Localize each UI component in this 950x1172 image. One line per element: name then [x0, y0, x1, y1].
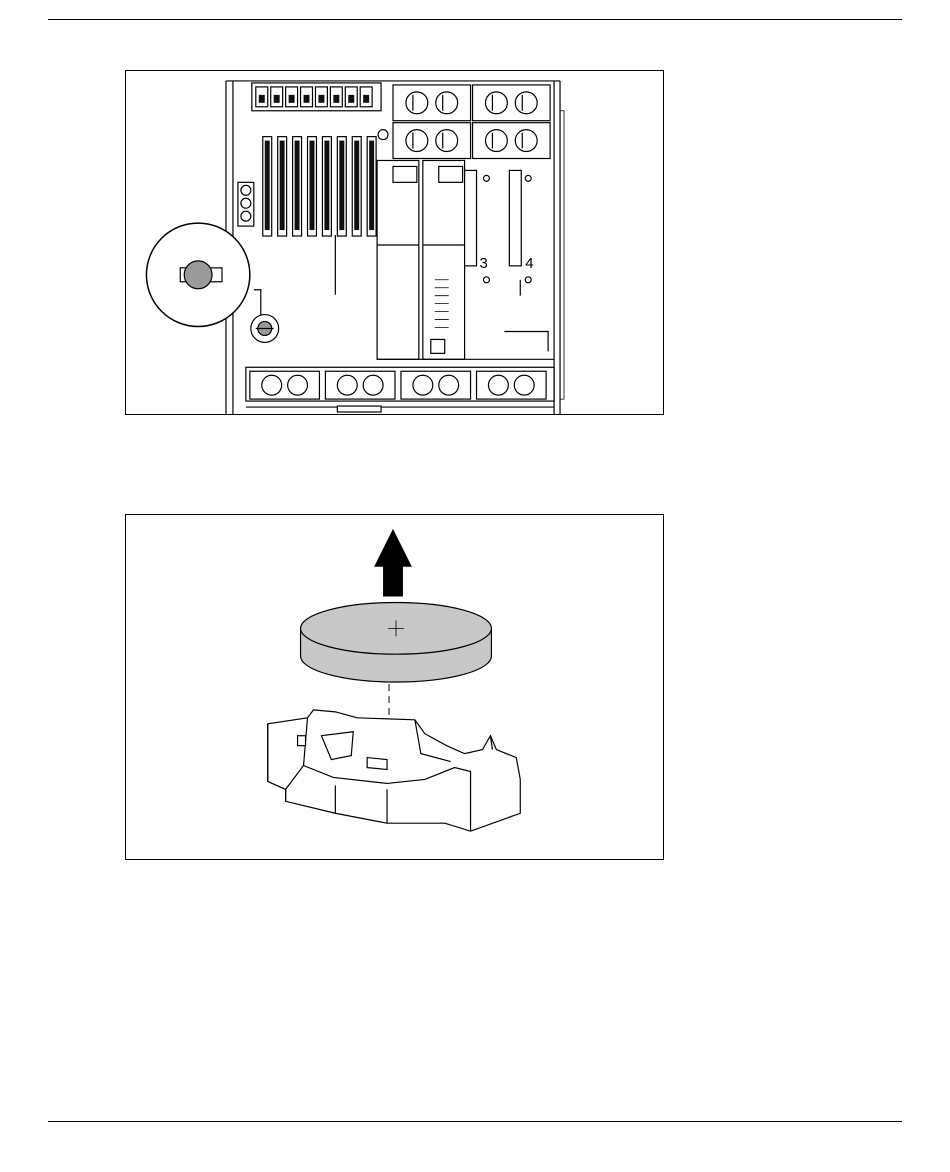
system-board-illustration: 3 4 — [126, 71, 663, 414]
arrow-up-icon — [374, 529, 412, 597]
slot-label-4: 4 — [525, 256, 533, 272]
figure-system-board: 3 4 — [125, 70, 664, 415]
figure-battery-removal — [125, 514, 664, 860]
coin-battery — [301, 602, 492, 682]
battery-callout-magnified — [146, 223, 249, 326]
top-connector-bank — [252, 83, 381, 111]
slot-label-3: 3 — [480, 256, 488, 272]
processor-memory-area — [377, 130, 554, 360]
battery-removal-illustration — [126, 515, 663, 859]
battery-holder — [268, 710, 521, 831]
top-fan-modules — [393, 85, 550, 159]
bottom-fan-modules — [246, 367, 554, 412]
header-rule — [48, 19, 902, 20]
footer-rule — [48, 1121, 902, 1122]
expansion-slots — [263, 137, 376, 236]
battery-location-marker — [251, 315, 279, 343]
